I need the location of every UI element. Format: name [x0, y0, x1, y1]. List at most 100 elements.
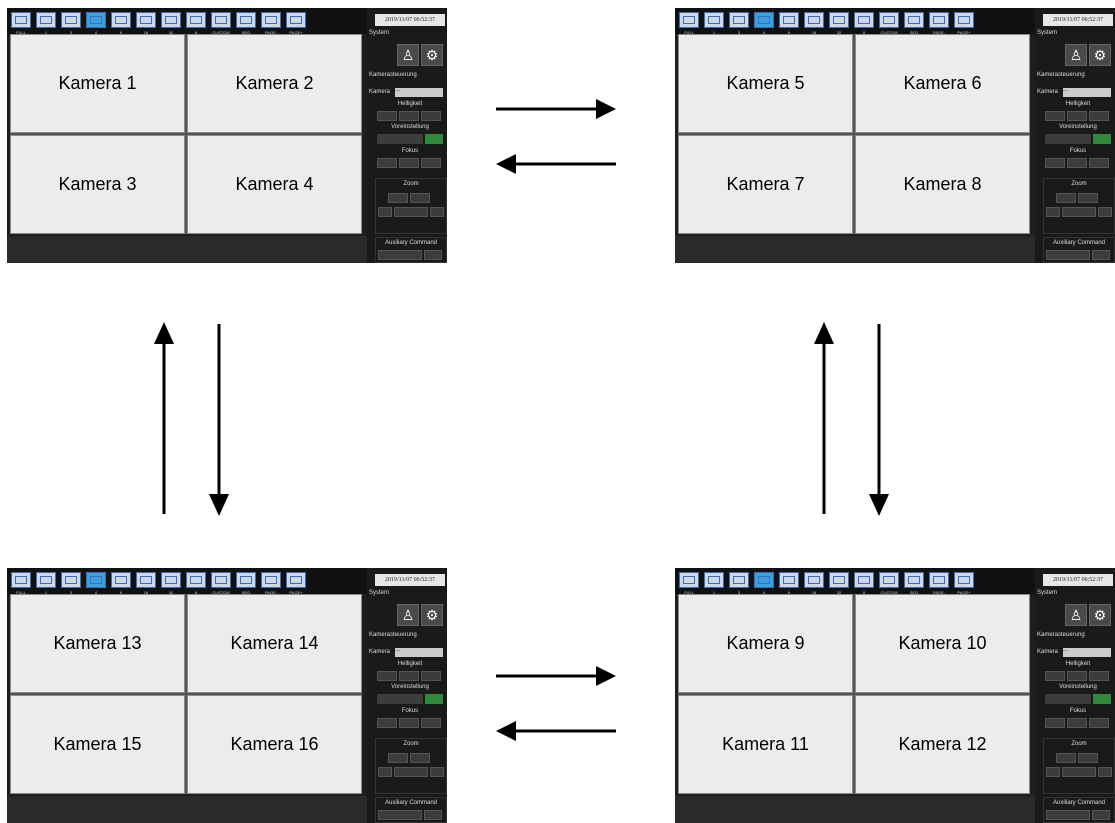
camera-tile[interactable]: Kamera 10	[855, 594, 1030, 693]
preset-input[interactable]	[1045, 134, 1091, 144]
focus-auto-button[interactable]	[399, 718, 419, 728]
aux-send-button[interactable]	[1092, 250, 1110, 260]
user-icon[interactable]: ♙	[1065, 44, 1087, 66]
layout-button[interactable]: 8	[854, 12, 874, 35]
layout-button[interactable]: CUSTOM	[211, 12, 231, 35]
layout-button[interactable]: 32	[161, 12, 181, 35]
pan-center-button[interactable]	[394, 767, 428, 777]
layout-button[interactable]: 32	[161, 572, 181, 595]
preset-go-button[interactable]	[425, 134, 443, 144]
zoom-out-button[interactable]	[388, 753, 408, 763]
camera-tile[interactable]: Kamera 16	[187, 695, 362, 794]
camera-tile[interactable]: Kamera 1	[10, 34, 185, 133]
pan-left-button[interactable]	[378, 767, 392, 777]
layout-button[interactable]: 9	[111, 12, 131, 35]
layout-button[interactable]: SEQ	[904, 12, 924, 35]
layout-button[interactable]: 8	[854, 572, 874, 595]
brightness-down-button[interactable]	[1045, 671, 1065, 681]
preset-input[interactable]	[377, 694, 423, 704]
camera-tile[interactable]: Kamera 12	[855, 695, 1030, 794]
zoom-in-button[interactable]	[1078, 193, 1098, 203]
layout-button[interactable]: PAGE-	[261, 572, 281, 595]
aux-send-button[interactable]	[424, 250, 442, 260]
brightness-down-button[interactable]	[1045, 111, 1065, 121]
layout-button[interactable]: SEQ	[236, 12, 256, 35]
preset-input[interactable]	[377, 134, 423, 144]
brightness-down-button[interactable]	[377, 671, 397, 681]
camera-select[interactable]: ---	[1063, 88, 1111, 97]
aux-command-input[interactable]	[1046, 250, 1090, 260]
layout-button[interactable]: SEQ	[904, 572, 924, 595]
gear-icon[interactable]: ⚙	[421, 604, 443, 626]
layout-button[interactable]: 8	[186, 572, 206, 595]
zoom-out-button[interactable]	[388, 193, 408, 203]
layout-button[interactable]: FULL	[11, 572, 31, 595]
camera-tile[interactable]: Kamera 6	[855, 34, 1030, 133]
camera-select[interactable]: ---	[1063, 648, 1111, 657]
layout-button[interactable]: FULL	[11, 12, 31, 35]
layout-button[interactable]: 16	[804, 12, 824, 35]
brightness-up-button[interactable]	[1089, 111, 1109, 121]
layout-button[interactable]: 1	[36, 572, 56, 595]
focus-auto-button[interactable]	[399, 158, 419, 168]
user-icon[interactable]: ♙	[397, 44, 419, 66]
layout-button[interactable]: 32	[829, 12, 849, 35]
layout-button[interactable]: 16	[136, 12, 156, 35]
focus-far-button[interactable]	[421, 158, 441, 168]
preset-go-button[interactable]	[1093, 134, 1111, 144]
brightness-reset-button[interactable]	[1067, 111, 1087, 121]
camera-tile[interactable]: Kamera 4	[187, 135, 362, 234]
layout-button[interactable]: FULL	[679, 572, 699, 595]
layout-button[interactable]: 4	[754, 572, 774, 595]
pan-center-button[interactable]	[1062, 767, 1096, 777]
brightness-reset-button[interactable]	[399, 111, 419, 121]
layout-button[interactable]: PAGE-	[929, 12, 949, 35]
camera-tile[interactable]: Kamera 13	[10, 594, 185, 693]
camera-tile[interactable]: Kamera 11	[678, 695, 853, 794]
preset-go-button[interactable]	[425, 694, 443, 704]
focus-far-button[interactable]	[1089, 718, 1109, 728]
gear-icon[interactable]: ⚙	[421, 44, 443, 66]
layout-button[interactable]: 1	[36, 12, 56, 35]
layout-button[interactable]: 16	[804, 572, 824, 595]
zoom-out-button[interactable]	[1056, 193, 1076, 203]
brightness-up-button[interactable]	[1089, 671, 1109, 681]
zoom-in-button[interactable]	[1078, 753, 1098, 763]
camera-tile[interactable]: Kamera 15	[10, 695, 185, 794]
layout-button[interactable]: 4	[754, 12, 774, 35]
pan-left-button[interactable]	[378, 207, 392, 217]
user-icon[interactable]: ♙	[397, 604, 419, 626]
preset-input[interactable]	[1045, 694, 1091, 704]
layout-button[interactable]: 8	[186, 12, 206, 35]
camera-select[interactable]: ---	[395, 88, 443, 97]
pan-right-button[interactable]	[430, 207, 444, 217]
focus-far-button[interactable]	[421, 718, 441, 728]
layout-button[interactable]: 1	[704, 12, 724, 35]
brightness-down-button[interactable]	[377, 111, 397, 121]
layout-button[interactable]: CUSTOM	[879, 572, 899, 595]
focus-far-button[interactable]	[1089, 158, 1109, 168]
focus-near-button[interactable]	[377, 158, 397, 168]
zoom-in-button[interactable]	[410, 753, 430, 763]
camera-tile[interactable]: Kamera 5	[678, 34, 853, 133]
layout-button[interactable]: 9	[111, 572, 131, 595]
pan-right-button[interactable]	[430, 767, 444, 777]
brightness-reset-button[interactable]	[1067, 671, 1087, 681]
brightness-up-button[interactable]	[421, 111, 441, 121]
camera-tile[interactable]: Kamera 9	[678, 594, 853, 693]
focus-auto-button[interactable]	[1067, 158, 1087, 168]
zoom-out-button[interactable]	[1056, 753, 1076, 763]
pan-left-button[interactable]	[1046, 767, 1060, 777]
layout-button[interactable]: FULL	[679, 12, 699, 35]
focus-near-button[interactable]	[1045, 718, 1065, 728]
pan-center-button[interactable]	[394, 207, 428, 217]
zoom-in-button[interactable]	[410, 193, 430, 203]
layout-button[interactable]: 4	[86, 12, 106, 35]
layout-button[interactable]: 3	[729, 572, 749, 595]
layout-button[interactable]: 9	[779, 12, 799, 35]
layout-button[interactable]: 16	[136, 572, 156, 595]
layout-button[interactable]: PAGE-	[261, 12, 281, 35]
layout-button[interactable]: CUSTOM	[211, 572, 231, 595]
camera-tile[interactable]: Kamera 7	[678, 135, 853, 234]
layout-button[interactable]: 1	[704, 572, 724, 595]
